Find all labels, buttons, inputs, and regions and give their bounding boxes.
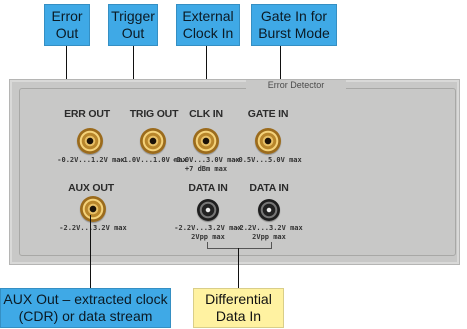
err-out-connector[interactable] (77, 128, 103, 154)
callout-external-clock-in: External Clock In (176, 4, 240, 46)
port-label-trig-out: TRIG OUT (129, 108, 179, 120)
spec-gate-in: -0.5V...5.0V max (234, 156, 302, 164)
spec-data-in-1: -2.2V...3.2V max (174, 224, 242, 232)
gate-in-connector[interactable] (255, 128, 281, 154)
spec-clk-in-power: +7 dBm max (184, 165, 228, 173)
spec-clk-in: -3.0V...3.0V max (172, 156, 240, 164)
error-detector-panel (9, 79, 460, 265)
panel-title: Error Detector (246, 80, 346, 90)
callout-gate-in: Gate In for Burst Mode (251, 4, 337, 46)
port-label-data-in-2: DATA IN (249, 182, 289, 194)
spec-data-in-2: -2.2V...3.2V max (235, 224, 303, 232)
callout-aux-out: AUX Out – extracted clock (CDR) or data … (0, 288, 171, 328)
port-label-data-in-1: DATA IN (188, 182, 228, 194)
port-label-err-out: ERR OUT (64, 108, 110, 120)
aux-out-connector[interactable] (80, 196, 106, 222)
port-label-aux-out: AUX OUT (68, 182, 114, 194)
clk-in-connector[interactable] (193, 128, 219, 154)
data-in-2-connector[interactable] (258, 199, 280, 221)
data-in-1-connector[interactable] (197, 199, 219, 221)
callout-trigger-out: Trigger Out (108, 4, 158, 46)
port-label-clk-in: CLK IN (189, 108, 223, 120)
spec-trig-out: -1.0V...1.0V max (119, 156, 187, 164)
port-label-gate-in: GATE IN (247, 108, 289, 120)
leader-line-aux-out (90, 215, 91, 289)
spec-data-in-2-vpp: 2Vpp max (252, 233, 286, 241)
leader-line-gate-in (280, 46, 281, 96)
panel-frame (19, 88, 456, 256)
leader-line-data-in (238, 248, 239, 288)
data-in-bracket (207, 242, 272, 249)
callout-error-out: Error Out (44, 4, 90, 46)
callout-differential-data-in: Differential Data In (193, 288, 284, 328)
leader-line-clock-in (206, 46, 207, 96)
spec-data-in-1-vpp: 2Vpp max (191, 233, 225, 241)
leader-line-error-out (66, 46, 67, 96)
trig-out-connector[interactable] (140, 128, 166, 154)
spec-aux-out: -2.2V...3.2V max (59, 224, 127, 232)
spec-err-out: -0.2V...1.2V max (57, 156, 125, 164)
leader-line-trigger-out (133, 46, 134, 96)
